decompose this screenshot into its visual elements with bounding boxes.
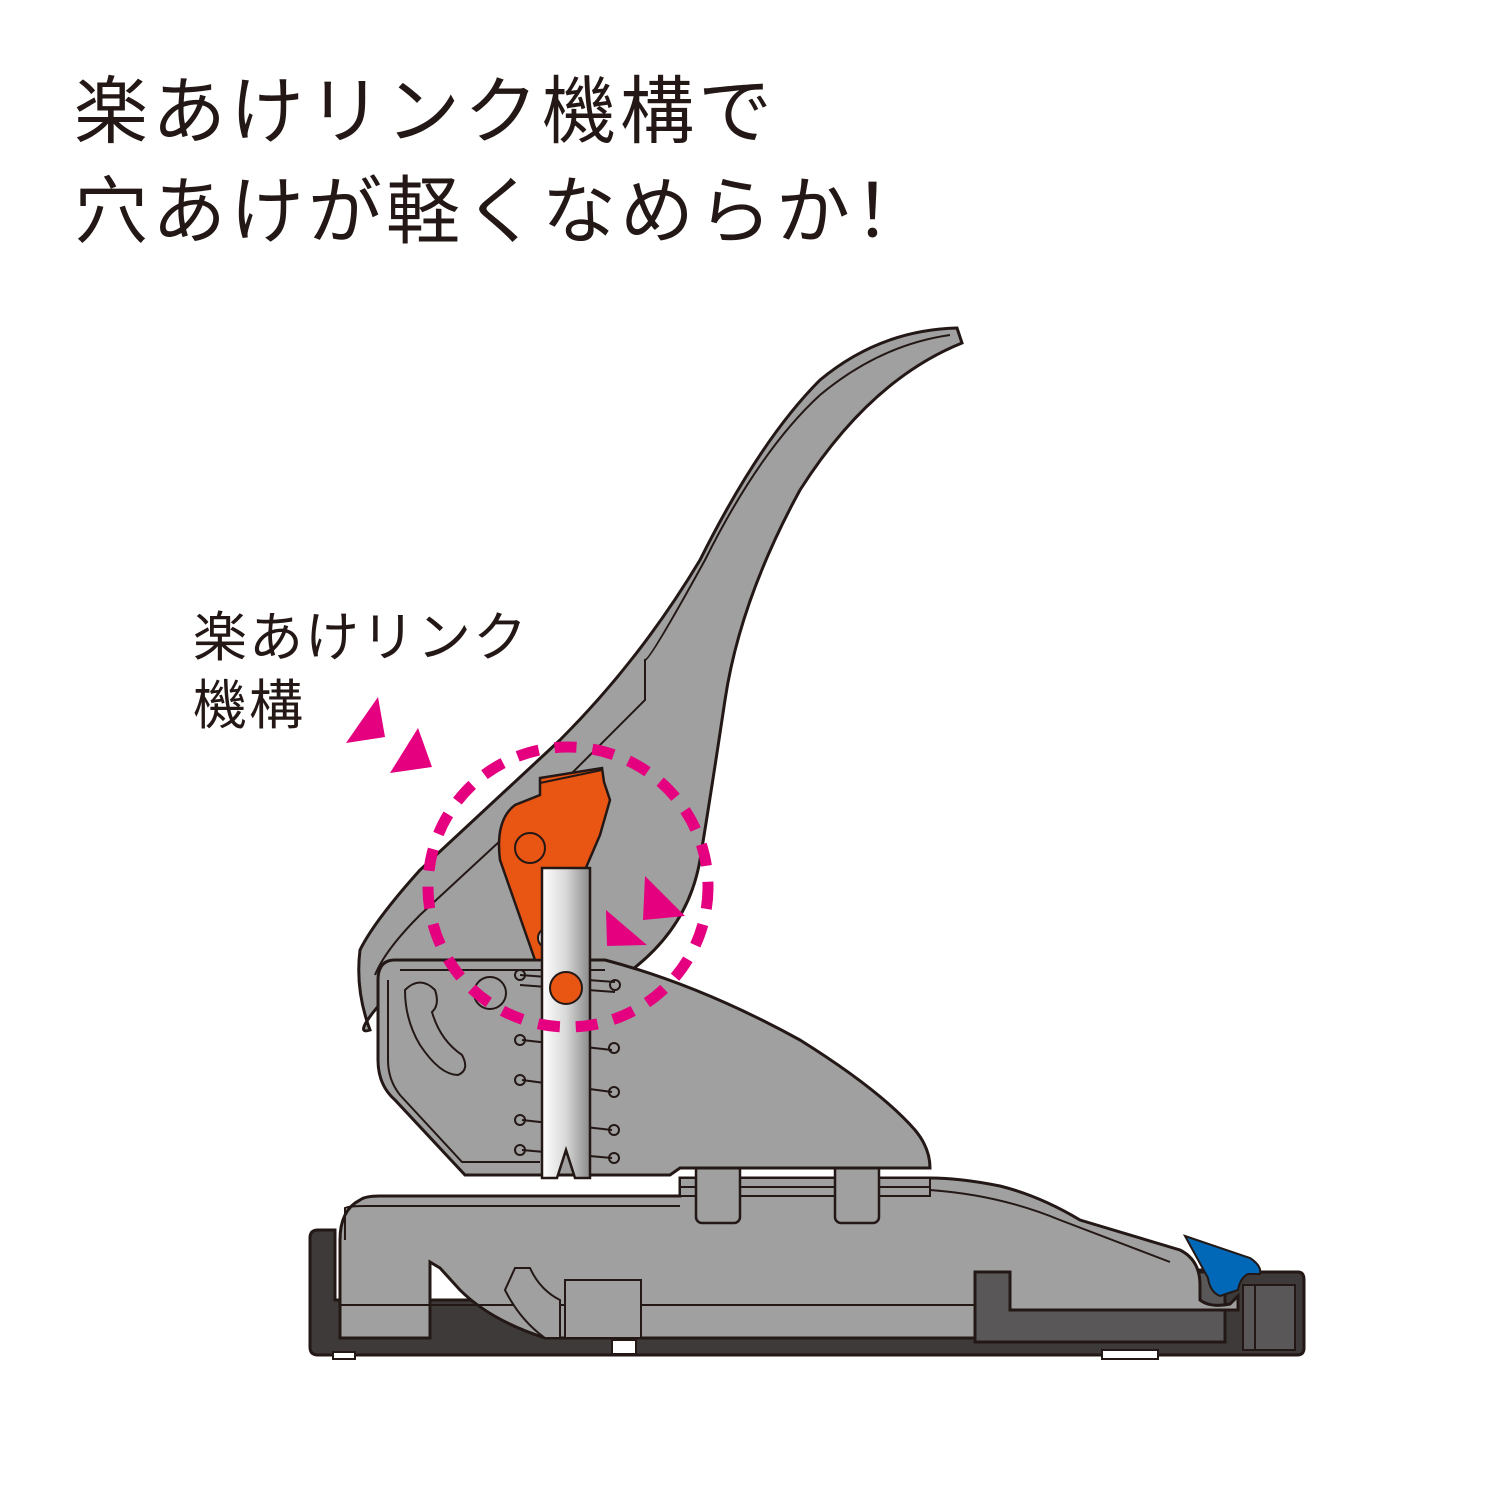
base-end-cap [1242,1284,1296,1351]
link-pin [514,832,546,864]
base-foot-left [332,1351,356,1360]
base-foot-right [1101,1349,1159,1360]
blue-accent [1182,1234,1262,1298]
punch-rod [540,866,592,1180]
rod-pin [549,971,583,1005]
curved-slot [403,981,467,1077]
motion-arrow-1 [643,876,685,920]
callout-line-1: 楽あけリンク [193,606,529,669]
base-window [564,1279,642,1339]
motion-arrow-2 [606,910,647,946]
easy-open-link [497,766,612,962]
callout-line-2: 機構 [193,674,305,737]
headline-line-1: 楽あけリンク機構で [74,69,776,155]
headline: 楽あけリンク機構で 穴あけが軽くなめらか！ [74,62,932,262]
callout-label: 楽あけリンク 機構 [193,604,529,740]
punch-rod-body [540,866,592,1180]
headline-line-2: 穴あけが軽くなめらか！ [74,169,932,255]
base-housing-inner-line [344,1189,1171,1263]
handle-inner-edge [374,334,951,976]
highlight-arrow-1 [346,697,385,743]
link-cap [539,769,603,784]
highlight-circle [422,741,714,1033]
base-notch [503,1267,561,1339]
base-foot-mid [611,1339,637,1355]
highlight-arrow-2 [390,728,432,773]
